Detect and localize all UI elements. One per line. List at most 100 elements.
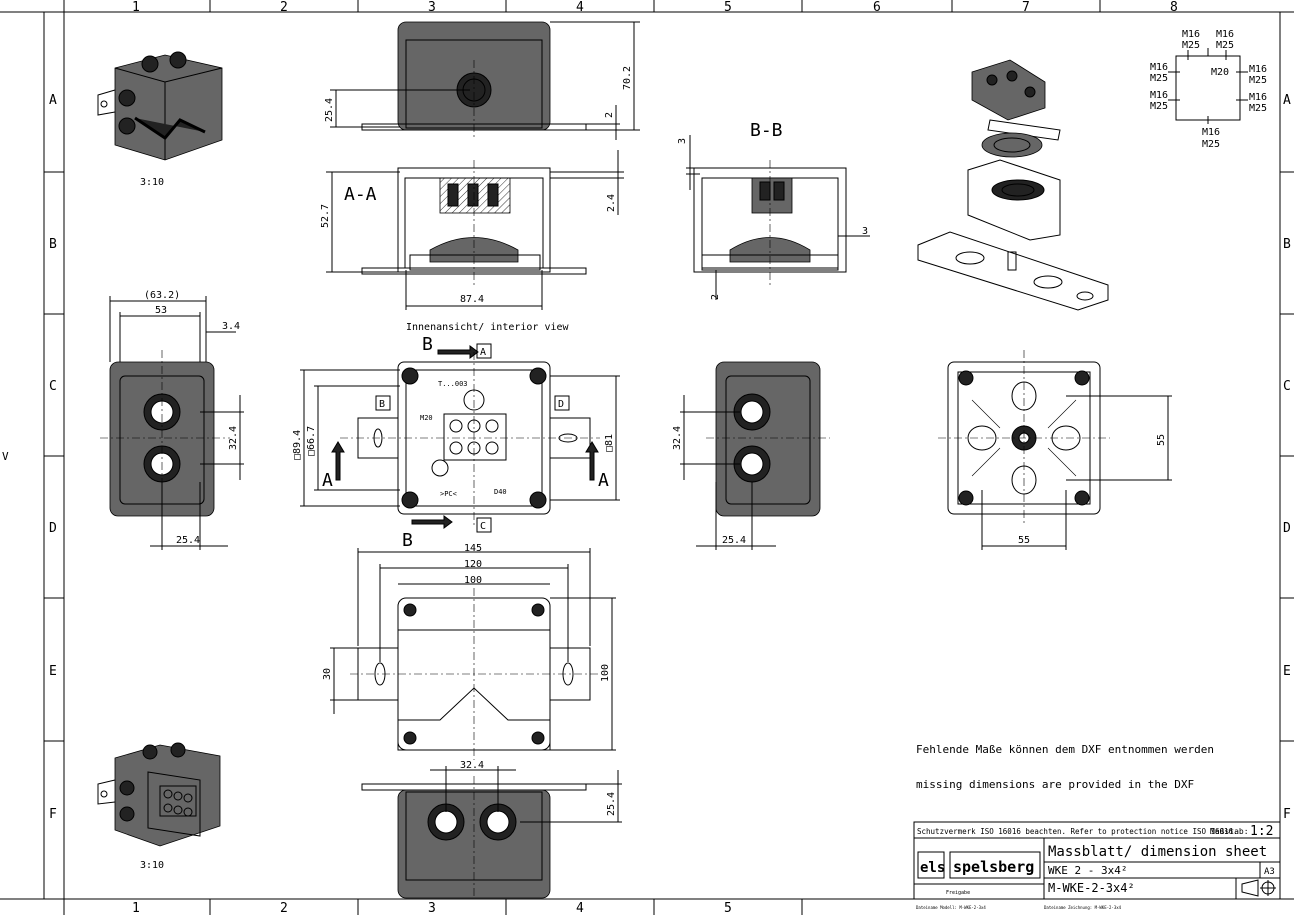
dim-25-4: 25.4 xyxy=(722,535,746,546)
entry-label: M16 xyxy=(1249,64,1267,75)
entry-label: M16 xyxy=(1150,90,1168,101)
dim-3: 3 xyxy=(862,226,868,237)
dim-89-4: □89.4 xyxy=(292,430,303,460)
entry-label: M16 xyxy=(1249,92,1267,103)
scale-label: Maßstab: xyxy=(1210,827,1249,836)
row-label: D xyxy=(49,521,57,536)
col-label: 7 xyxy=(1022,0,1030,15)
row-label: B xyxy=(49,237,57,252)
dim-52-7: 52.7 xyxy=(320,204,331,228)
entry-label: M25 xyxy=(1150,73,1168,84)
exploded-view xyxy=(917,59,1109,311)
dim-87-4: 87.4 xyxy=(460,294,484,305)
interior-view: Innenansicht/ interior view B A T...003 … xyxy=(292,322,620,551)
dim-3-4: 3.4 xyxy=(222,321,240,332)
side-mark: V xyxy=(2,450,9,463)
col-label: 2 xyxy=(280,0,288,15)
entry-label: M25 xyxy=(1249,103,1267,114)
dim-66-7: □66.7 xyxy=(306,426,317,456)
cut-label: B xyxy=(422,334,433,355)
scale-label: 3:10 xyxy=(140,177,164,188)
dim-32-4: 32.4 xyxy=(672,426,683,450)
dim-120: 120 xyxy=(464,559,482,570)
iso-view-closed: 3:10 xyxy=(97,51,223,188)
product-name: WKE 2 - 3x4² xyxy=(1048,864,1127,877)
entry-label: M25 xyxy=(1150,101,1168,112)
file-drawing: Dateiname Zeichnung: M-WKE-2-3x4 xyxy=(1044,905,1122,910)
col-label: 3 xyxy=(428,0,436,15)
dim-100: 100 xyxy=(464,575,482,586)
front-view-top: 25.4 70.2 2 xyxy=(324,21,640,140)
dim-63-2: (63.2) xyxy=(144,290,180,301)
side-view-left: (63.2) 53 3.4 32.4 25.4 xyxy=(100,290,244,550)
dim-53: 53 xyxy=(155,305,167,316)
col-label: 3 xyxy=(428,901,436,915)
front-view-bottom: 32.4 25.4 xyxy=(361,760,622,899)
row-label: F xyxy=(49,807,57,822)
section-label: A-A xyxy=(344,184,377,205)
logo-els: els xyxy=(920,860,945,876)
dim-55: 55 xyxy=(1156,434,1167,446)
dim-32-4: 32.4 xyxy=(460,760,484,771)
inner-mark: M20 xyxy=(420,414,433,422)
row-label: E xyxy=(49,664,57,679)
iso-view-open: 3:10 xyxy=(97,742,221,871)
dim-25-4: 25.4 xyxy=(324,98,335,122)
box-label: D xyxy=(558,399,564,410)
dim-2: 2 xyxy=(710,294,721,300)
dim-25-4: 25.4 xyxy=(176,535,200,546)
entry-label: M25 xyxy=(1216,40,1234,51)
scale-value: 1:2 xyxy=(1250,824,1273,839)
cable-entry-diagram: M16 M25 M16 M25 M16 M25 M16 M25 M20 M16 … xyxy=(1150,29,1267,150)
scale-label: 3:10 xyxy=(140,860,164,871)
side-view-right: 32.4 25.4 xyxy=(672,361,830,550)
entry-label: M20 xyxy=(1211,67,1229,78)
cut-label: B xyxy=(402,530,413,551)
notes: Fehlende Maße können dem DXF entnommen w… xyxy=(916,743,1214,791)
notice-text: Schutzvermerk ISO 16016 beachten. Refer … xyxy=(917,827,1238,836)
cut-label: A xyxy=(322,470,333,491)
dim-100: 100 xyxy=(600,664,611,682)
col-label: 6 xyxy=(873,0,881,15)
section-b-b: B-B 3 3 2 xyxy=(677,120,870,300)
base-view: 55 55 xyxy=(938,350,1172,550)
entry-label: M25 xyxy=(1202,139,1220,150)
row-label: A xyxy=(1283,93,1291,108)
col-label: 1 xyxy=(132,0,140,15)
interior-label: Innenansicht/ interior view xyxy=(406,322,570,333)
dim-2: 2 xyxy=(604,112,615,118)
file-model: Dateiname Modell: M-WKE-2-3x4 xyxy=(916,905,986,910)
row-label: C xyxy=(49,379,57,394)
row-label: D xyxy=(1283,521,1291,536)
lid-view: 145 120 100 30 100 xyxy=(322,543,616,760)
drawing-number: M-WKE-2-3x4² xyxy=(1048,881,1135,895)
entry-label: M16 xyxy=(1150,62,1168,73)
row-label: E xyxy=(1283,664,1291,679)
row-label: F xyxy=(1283,807,1291,822)
entry-label: M25 xyxy=(1249,75,1267,86)
section-label: B-B xyxy=(750,120,783,141)
col-label: 1 xyxy=(132,901,140,915)
dim-70-2: 70.2 xyxy=(622,66,633,90)
dim-32-4: 32.4 xyxy=(228,426,239,450)
col-label: 8 xyxy=(1170,0,1178,15)
note-en: missing dimensions are provided in the D… xyxy=(916,778,1194,791)
entry-label: M16 xyxy=(1182,29,1200,40)
logo-spelsberg: spelsberg xyxy=(953,858,1034,876)
col-label: 2 xyxy=(280,901,288,915)
approval-label: Freigabe xyxy=(946,890,970,896)
dim-3: 3 xyxy=(677,138,688,144)
projection-symbol-icon xyxy=(1241,879,1276,897)
dim-145: 145 xyxy=(464,543,482,554)
box-label: B xyxy=(379,399,385,410)
row-label: B xyxy=(1283,237,1291,252)
section-a-a: A-A 52.7 2.4 87.4 xyxy=(320,150,624,310)
cut-label: A xyxy=(598,470,609,491)
entry-label: M16 xyxy=(1202,127,1220,138)
col-label: 5 xyxy=(724,901,732,915)
entry-label: M16 xyxy=(1216,29,1234,40)
dim-55: 55 xyxy=(1018,535,1030,546)
note-de: Fehlende Maße können dem DXF entnommen w… xyxy=(916,743,1214,756)
